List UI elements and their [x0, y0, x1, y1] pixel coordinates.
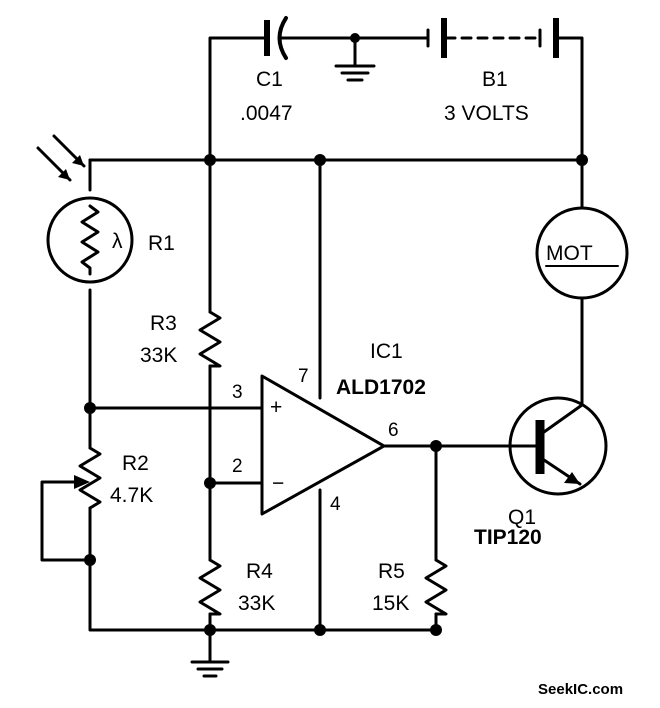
- transistor-collector: [542, 403, 584, 434]
- opamp-plus: +: [270, 396, 282, 419]
- resistor-r4: R4 33K: [198, 558, 275, 616]
- resistor-r3: R3 33K: [140, 310, 222, 368]
- ground-symbol-top: [334, 33, 376, 82]
- photoresistor-r1: λ R1: [36, 134, 175, 284]
- resistor-zigzag: [80, 204, 100, 276]
- junction-dot: [84, 402, 96, 414]
- r3-ref: R3: [150, 312, 177, 335]
- battery-b1: B1 3 VOLTS: [426, 18, 559, 125]
- r5-value: 15K: [372, 592, 409, 615]
- motor-label: MOT: [546, 242, 593, 265]
- r1-symbol: λ: [112, 230, 123, 253]
- q1-ref: Q1: [508, 506, 536, 529]
- junction-dot: [204, 154, 216, 166]
- c1-ref: C1: [256, 68, 283, 91]
- opamp-minus: −: [272, 472, 284, 495]
- capacitor-c1: C1 .0047: [240, 16, 293, 125]
- r4-ref: R4: [246, 560, 273, 583]
- resistor-zigzag: [198, 558, 222, 616]
- pin-3-label: 3: [232, 382, 243, 403]
- junction-dot: [576, 154, 588, 166]
- b1-ref: B1: [482, 68, 508, 91]
- ic1-ref: IC1: [370, 340, 403, 363]
- photoresistor-body: [46, 196, 134, 284]
- light-arrowheads: [58, 155, 84, 180]
- wire-c1-left: [208, 36, 268, 162]
- junction-dot: [430, 624, 442, 636]
- r5-ref: R5: [378, 560, 405, 583]
- junction-dot: [204, 624, 216, 636]
- c1-value: .0047: [240, 102, 293, 125]
- wire-r2-wiper: [40, 480, 92, 562]
- ground-icon: [334, 64, 376, 82]
- transistor-body: [508, 396, 608, 496]
- junctions: [84, 154, 588, 636]
- pin-2-label: 2: [232, 456, 243, 477]
- junction-dot: [314, 624, 326, 636]
- r4-value: 33K: [238, 592, 275, 615]
- pin-4-label: 4: [330, 494, 341, 515]
- junction-dot: [84, 554, 96, 566]
- pin-6-label: 6: [388, 420, 399, 441]
- junction-dot: [430, 440, 442, 452]
- motor-mot: MOT: [535, 206, 629, 300]
- r2-ref: R2: [122, 452, 149, 475]
- motor-body: [535, 206, 629, 300]
- r3-value: 33K: [140, 344, 177, 367]
- opamp-triangle: [260, 374, 386, 516]
- q1-part: TIP120: [474, 526, 542, 549]
- potentiometer-r2: R2 4.7K: [74, 446, 153, 510]
- ic1-part: ALD1702: [336, 376, 426, 399]
- r1-ref: R1: [148, 232, 175, 255]
- r2-value: 4.7K: [110, 484, 153, 507]
- watermark: SeekIC.com: [538, 681, 623, 698]
- wire-b1-right: [556, 36, 584, 162]
- opamp-ic1: + − IC1 ALD1702 3 2 7 4 6: [232, 340, 426, 516]
- resistor-zigzag: [198, 310, 222, 368]
- pin-7-label: 7: [298, 366, 309, 387]
- junction-dot: [350, 33, 360, 43]
- wiper-arrow-icon: [74, 475, 90, 489]
- resistor-zigzag: [78, 446, 102, 510]
- resistor-r5: R5 15K: [372, 558, 448, 616]
- wires: [40, 36, 584, 664]
- transistor-q1: Q1 TIP120: [474, 396, 608, 549]
- capacitor-curved-plate: [277, 16, 288, 60]
- ground-icon: [190, 660, 230, 678]
- junction-dot: [204, 477, 216, 489]
- emitter-arrow-icon: [564, 472, 580, 484]
- b1-value: 3 VOLTS: [444, 102, 529, 125]
- ground-symbol-bottom: [190, 660, 230, 678]
- junction-dot: [314, 154, 326, 166]
- resistor-zigzag: [424, 558, 448, 616]
